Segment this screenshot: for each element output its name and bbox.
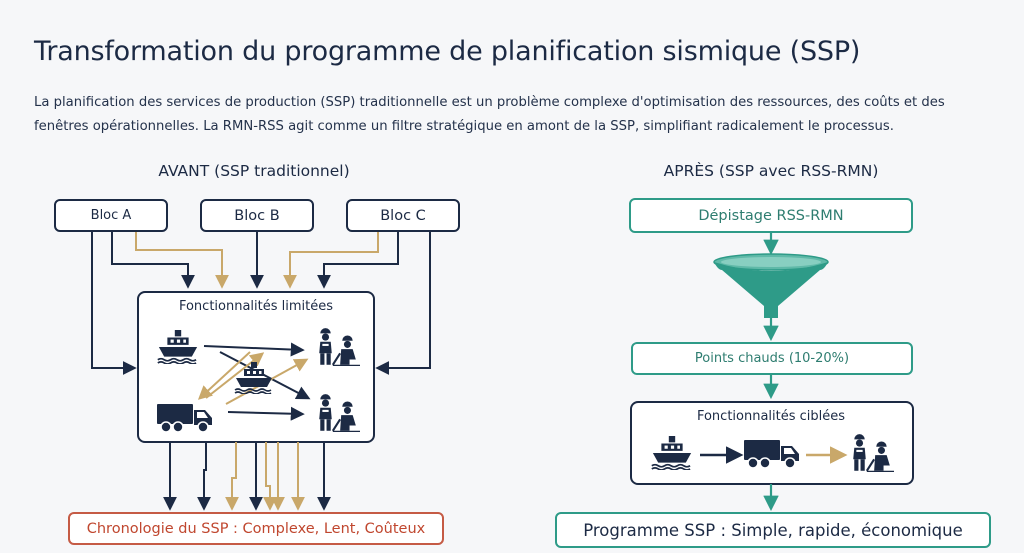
page-title: Transformation du programme de planifica…	[34, 36, 861, 67]
connector-blocC-gold	[283, 231, 379, 289]
screening-box: Dépistage RSS-RMN	[629, 198, 913, 233]
screening-label: Dépistage RSS-RMN	[698, 207, 844, 224]
before-panel-title: AVANT (SSP traditionnel)	[158, 162, 350, 180]
bloc-c-label: Bloc C	[380, 207, 426, 224]
connector-gold-down-left	[197, 351, 251, 400]
connector-out-5	[263, 442, 277, 511]
intro-line-1: La planification des services de product…	[34, 95, 945, 110]
connector-gold-up	[205, 352, 265, 399]
hotspots-box: Points chauds (10-20%)	[631, 342, 913, 375]
new-result-label: Programme SSP : Simple, rapide, économiq…	[583, 520, 963, 540]
hotspots-label: Points chauds (10-20%)	[694, 351, 850, 366]
intro-line-2: fenêtres opérationnelles. La RMN-RSS agi…	[34, 119, 894, 134]
traditional-result-label: Chronologie du SSP : Complexe, Lent, Coû…	[86, 520, 426, 537]
bloc-a-box: Bloc A	[54, 199, 168, 232]
connector-truck-to-workers	[227, 406, 305, 421]
connector-blocC-navy	[317, 231, 399, 289]
targeted-features-label: Fonctionnalités ciblées	[696, 409, 846, 424]
limited-features-label: Fonctionnalités limitées	[178, 299, 334, 314]
traditional-result-box: Chronologie du SSP : Complexe, Lent, Coû…	[68, 512, 444, 545]
bloc-c-box: Bloc C	[346, 199, 460, 232]
bloc-b-box: Bloc B	[200, 199, 314, 232]
bloc-b-label: Bloc B	[234, 207, 280, 224]
connector-out-3	[225, 442, 239, 511]
funnel-icon	[713, 253, 829, 318]
connector-blocC-right	[375, 231, 431, 375]
connector-blocA-gold	[135, 231, 229, 289]
connector-blocA-left	[91, 231, 137, 375]
connector-ship-to-workers	[203, 342, 305, 357]
intro-paragraph: La planification des services de product…	[34, 91, 994, 139]
connector-out-2	[197, 442, 211, 511]
after-panel-title: APRÈS (SSP avec RSS-RMN)	[663, 162, 879, 180]
bloc-a-label: Bloc A	[90, 208, 132, 223]
connector-blocA-navy	[111, 231, 195, 289]
new-result-box: Programme SSP : Simple, rapide, économiq…	[555, 512, 991, 548]
